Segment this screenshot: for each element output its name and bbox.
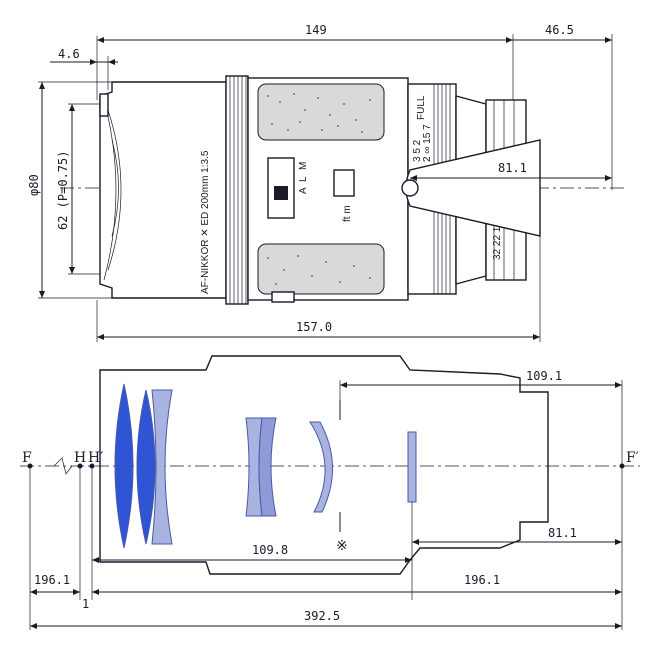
mode-l: L: [298, 176, 309, 182]
lens-element-5: [258, 417, 277, 517]
dim-filter-62: 62 (P=0.75): [56, 151, 70, 230]
aperture-mark: ※: [336, 538, 348, 554]
principal-point-h-prime: H′: [88, 450, 103, 466]
tripod-knob: [271, 291, 295, 303]
lens-element-1: [114, 383, 134, 549]
lens-element-2: [136, 389, 156, 545]
lens-element-6: [309, 421, 333, 513]
lens-housing-outline: [99, 355, 549, 575]
limit-switch: [333, 169, 355, 197]
dim-196-1-left: 196.1: [34, 573, 70, 587]
dim-157: 157.0: [296, 320, 332, 334]
dim-1: 1: [82, 597, 89, 611]
mode-a: A: [298, 187, 309, 194]
lens-element-7: [407, 431, 417, 503]
focal-point-f: F: [22, 450, 32, 466]
ft-m-label: ft m: [342, 205, 353, 222]
optical-layout: ※ F H H′ F′ 109.1 109.8 81.1: [20, 355, 640, 630]
dim-109-8: 109.8: [252, 543, 288, 557]
dim-392-5: 392.5: [304, 609, 340, 623]
dim-81-1-top: 81.1: [498, 161, 527, 175]
grip-texture: [267, 93, 371, 285]
distance-scale-1: 3 5 2: [412, 139, 423, 162]
dim-phi80: φ80: [27, 174, 41, 196]
principal-point-h: H: [74, 450, 86, 466]
dim-81-1-bottom: 81.1: [548, 526, 577, 540]
lens-element-3: [151, 389, 173, 545]
lens-exterior-view: 149 46.5 4.6 φ80 62 (P=0.75): [27, 23, 625, 342]
mode-m: M: [298, 162, 309, 170]
focal-point-f-prime: F′: [626, 450, 639, 466]
mode-switch: [267, 157, 295, 219]
grip-upper: [257, 83, 385, 141]
dim-109-1: 109.1: [526, 369, 562, 383]
full-label: FULL: [416, 95, 427, 120]
dim-149: 149: [305, 23, 327, 37]
lens-name-marking: AF-NIKKOR ✕ ED 200mm 1:3.5: [200, 150, 211, 294]
aperture-scale: 32 22 16 11: [492, 207, 503, 260]
distance-scale-2: 2 ∞ 15 7: [422, 124, 433, 162]
dim-46-5: 46.5: [545, 23, 574, 37]
grip-lower: [257, 243, 385, 295]
dim-196-1-right: 196.1: [464, 573, 500, 587]
focus-ring: [225, 75, 249, 305]
dim-4-6: 4.6: [58, 47, 80, 61]
